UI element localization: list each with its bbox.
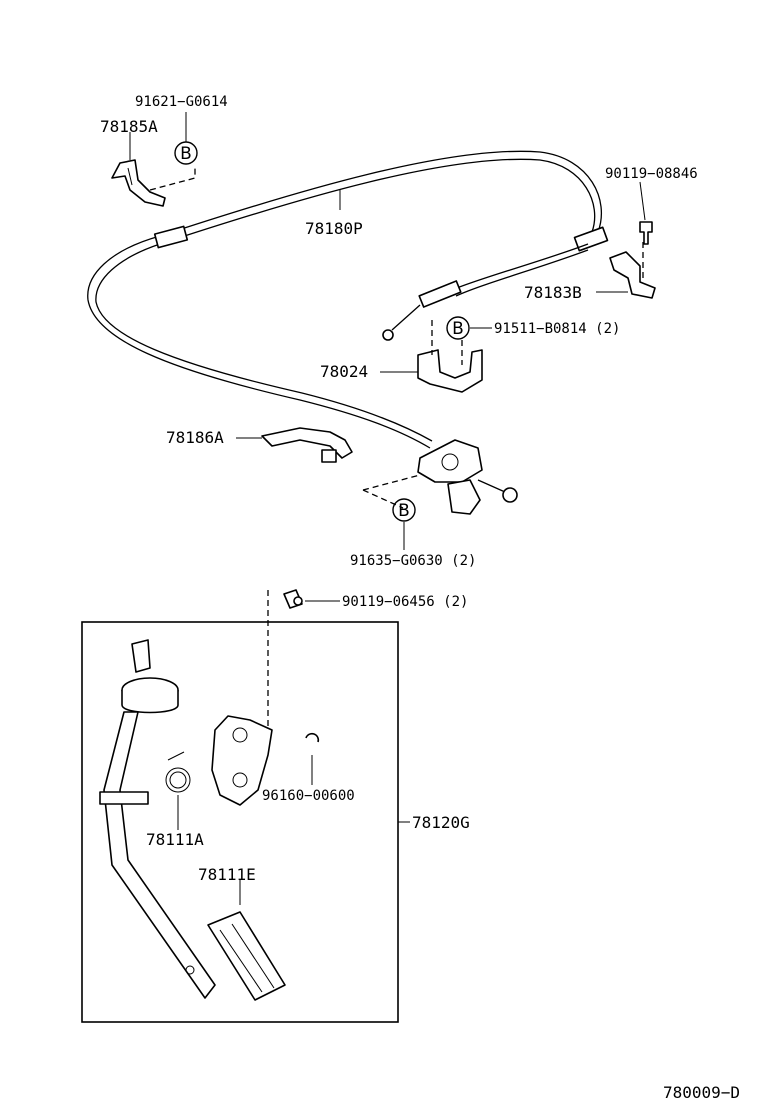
assembly-box-78120G: [81, 621, 399, 1023]
label-78111A: 78111A: [146, 830, 204, 849]
label-96160-00600: 96160−00600: [262, 788, 355, 804]
label-78120G: 78120G: [412, 813, 470, 832]
label-91511-B0814: 91511−B0814 (2): [494, 321, 620, 337]
badge-b3: B: [392, 498, 416, 522]
label-78183B: 78183B: [524, 283, 582, 302]
leader-lines: [129, 112, 646, 905]
label-90119-06456: 90119−06456 (2): [342, 594, 468, 610]
bolt-90119-06456: [267, 589, 303, 740]
badge-b2: B: [446, 316, 470, 340]
clamp-78186A: [261, 427, 353, 463]
label-90119-08846: 90119−08846: [605, 166, 698, 182]
label-78185A: 78185A: [100, 117, 158, 136]
badge-b1: B: [174, 141, 198, 165]
label-78024: 78024: [320, 362, 368, 381]
bracket-78024: [417, 320, 483, 393]
bracket-78183B: [609, 221, 656, 299]
bracket-plate: [211, 715, 273, 806]
svg-text:B: B: [180, 144, 192, 164]
e-ring-96160: [305, 732, 320, 743]
label-91635-G0630: 91635−G0630 (2): [350, 553, 476, 569]
accelerator-cable: [87, 150, 609, 449]
label-78186A: 78186A: [166, 428, 224, 447]
spring-78111A: [165, 751, 191, 793]
svg-text:B: B: [452, 319, 464, 339]
cable-end-bracket: [362, 439, 518, 515]
drawing-number: 780009−D: [663, 1083, 740, 1102]
bracket-78185A: [111, 159, 196, 207]
label-78111E: 78111E: [198, 865, 256, 884]
pedal-pad-78111E: [207, 911, 286, 1001]
pedal-arm: [99, 639, 216, 999]
svg-text:B: B: [398, 501, 410, 521]
label-91621-G0614: 91621−G0614: [135, 94, 228, 110]
label-78180P: 78180P: [305, 219, 363, 238]
